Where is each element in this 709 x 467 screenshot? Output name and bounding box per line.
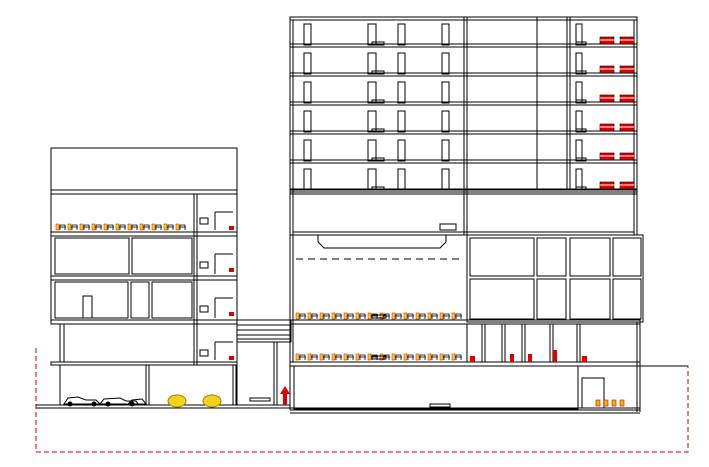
chair-symbol xyxy=(319,353,330,361)
door xyxy=(303,23,312,46)
fixture xyxy=(575,99,587,104)
basement-fixtures xyxy=(595,399,625,407)
chair-symbol xyxy=(331,312,342,320)
chair-symbol xyxy=(331,353,342,361)
chair-symbol xyxy=(439,353,450,361)
chair-symbol xyxy=(415,312,426,320)
chair-symbol xyxy=(307,312,318,320)
chair-symbol xyxy=(451,353,462,361)
chair-symbol xyxy=(355,312,366,320)
chair-symbol xyxy=(91,223,102,231)
door xyxy=(303,139,312,162)
chair-symbol xyxy=(127,223,138,231)
left-block-red-markers xyxy=(229,226,234,360)
chair-symbol xyxy=(355,353,366,361)
fixture xyxy=(371,128,385,133)
chair-symbol xyxy=(451,312,462,320)
floor-slab xyxy=(289,189,638,195)
door xyxy=(303,110,312,133)
door xyxy=(441,139,450,162)
tower-floor xyxy=(303,52,635,75)
door xyxy=(441,168,450,191)
transfer-level xyxy=(296,223,464,260)
ground-line xyxy=(36,404,640,409)
left-block-furniture xyxy=(55,223,186,231)
door xyxy=(303,168,312,191)
door xyxy=(303,52,312,75)
podium-halls xyxy=(289,235,688,414)
tower-floor-slabs xyxy=(289,16,638,233)
chair-symbol xyxy=(163,223,174,231)
door xyxy=(441,81,450,104)
connecting-bridge xyxy=(236,319,292,405)
podium-furniture xyxy=(295,312,462,361)
fixture xyxy=(575,41,587,46)
left-block xyxy=(50,147,238,405)
tower-floors xyxy=(303,23,635,191)
chair-symbol xyxy=(403,312,414,320)
door xyxy=(397,23,406,46)
chair-symbol xyxy=(427,312,438,320)
chair-symbol xyxy=(103,223,114,231)
chair-symbol xyxy=(175,223,186,231)
chair-symbol xyxy=(415,353,426,361)
door xyxy=(441,23,450,46)
chair-symbol xyxy=(343,312,354,320)
chair-symbol xyxy=(79,223,90,231)
door xyxy=(397,52,406,75)
fixture xyxy=(371,186,385,191)
door xyxy=(397,139,406,162)
chair-symbol xyxy=(391,353,402,361)
fixture xyxy=(575,128,587,133)
door xyxy=(303,81,312,104)
fixture xyxy=(575,186,587,191)
chair-symbol xyxy=(319,312,330,320)
tower-floor xyxy=(303,139,635,162)
chair-symbol xyxy=(55,223,66,231)
podium-east-rooms xyxy=(466,234,644,323)
chair-symbol xyxy=(115,223,126,231)
door xyxy=(397,168,406,191)
floor-slab xyxy=(289,72,638,77)
floor-slab xyxy=(289,43,638,48)
chair-symbol xyxy=(67,223,78,231)
fixture xyxy=(371,157,385,162)
basement-parking xyxy=(63,394,222,408)
chair-symbol xyxy=(391,312,402,320)
tower-outline xyxy=(289,16,638,236)
fixture xyxy=(371,70,385,75)
fixture xyxy=(575,157,587,162)
door xyxy=(397,81,406,104)
ground-floor-red-markers xyxy=(470,350,587,362)
door xyxy=(397,110,406,133)
tower-floor xyxy=(303,168,635,191)
fixture xyxy=(371,41,385,46)
chair-symbol xyxy=(295,312,306,320)
left-core-fixtures xyxy=(199,217,209,357)
door xyxy=(441,52,450,75)
chair-symbol xyxy=(295,353,306,361)
fixture xyxy=(371,99,385,104)
tower-floor xyxy=(303,81,635,104)
floor-slab xyxy=(289,159,638,164)
chair-symbol xyxy=(439,312,450,320)
tower-floor xyxy=(303,110,635,133)
chair-symbol xyxy=(427,353,438,361)
floor-slab xyxy=(289,16,638,21)
chair-symbol xyxy=(307,353,318,361)
chair-symbol xyxy=(343,353,354,361)
entrance-arrow xyxy=(280,386,290,405)
chair-symbol xyxy=(151,223,162,231)
door xyxy=(441,110,450,133)
floor-slab xyxy=(289,130,638,135)
floor-slab xyxy=(289,101,638,106)
tower-floor xyxy=(303,23,635,46)
desk xyxy=(371,314,387,319)
chair-symbol xyxy=(139,223,150,231)
chair-symbol xyxy=(403,353,414,361)
desk xyxy=(371,355,387,360)
fixture xyxy=(575,70,587,75)
